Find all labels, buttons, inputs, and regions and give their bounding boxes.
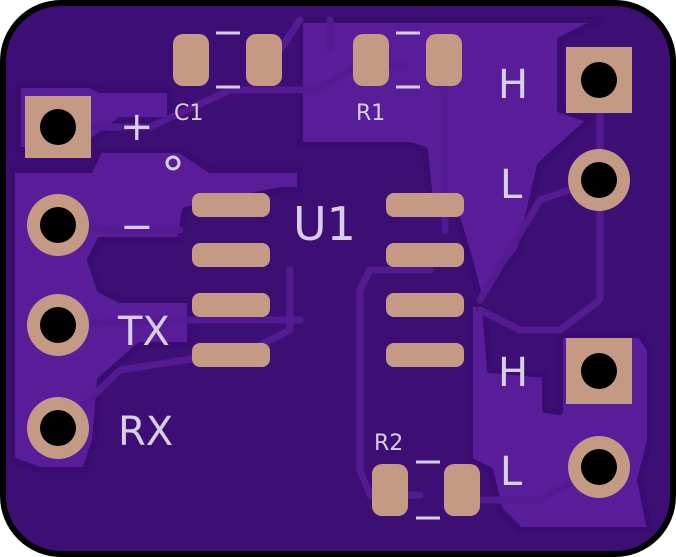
out2-pad-high[interactable] [566, 338, 632, 404]
right-header-bottom [566, 338, 632, 498]
label-out1-low: L [500, 162, 523, 208]
label-out2-high: H [498, 350, 528, 396]
label-rx: RX [118, 409, 173, 455]
label-out2-low: L [500, 449, 523, 495]
header-pad-rx[interactable] [27, 397, 89, 459]
header-pad-tx[interactable] [27, 294, 89, 356]
label-plus: + [120, 104, 154, 150]
out1-pad-high[interactable] [566, 47, 632, 113]
component-r1[interactable] [353, 31, 462, 89]
header-pad-plus[interactable] [25, 96, 91, 158]
out1-pad-low[interactable] [568, 149, 630, 211]
label-u1: U1 [293, 197, 356, 251]
label-r1: R1 [356, 101, 385, 126]
label-out1-high: H [498, 62, 528, 108]
left-header [25, 96, 91, 459]
right-header-top [566, 47, 632, 211]
label-r2: R2 [374, 431, 403, 456]
component-u1[interactable] [165, 155, 464, 367]
label-c1: C1 [174, 101, 203, 126]
silkscreen-labels: C1 R1 R2 U1 + − TX RX H L H L [117, 62, 528, 495]
out2-pad-low[interactable] [568, 436, 630, 498]
pin1-marker-icon [165, 155, 181, 171]
header-pad-minus[interactable] [27, 194, 89, 256]
label-tx: TX [117, 309, 170, 355]
component-r2[interactable] [372, 460, 480, 520]
component-c1[interactable] [173, 31, 282, 89]
label-minus: − [120, 204, 154, 250]
